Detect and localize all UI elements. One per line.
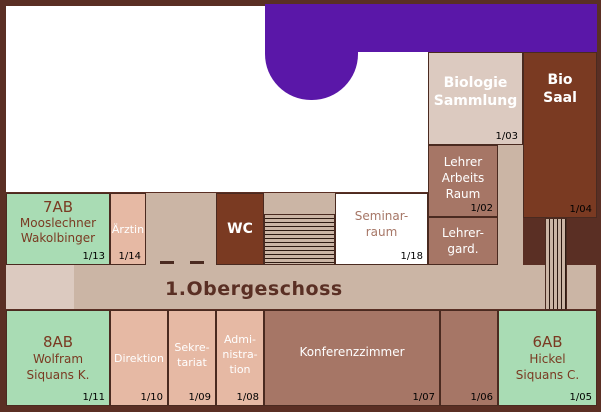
class-label: 8AB [42,333,74,351]
room-label: Seminar- raum [354,209,409,239]
room-label: Admi- nistra- tion [222,332,258,376]
room-label: Konferenzzimmer [299,345,405,359]
door-mark [160,261,174,264]
room-seminarraum[interactable]: Seminar- raum 1/18 [335,193,428,265]
purple-rounded-corner [265,4,358,100]
room-number: 1/13 [82,251,105,262]
room-class-6ab[interactable]: 6AB Hickel Siquans C. 1/05 [498,310,597,406]
room-label: Biologie Sammlung [433,74,518,109]
room-label: Lehrer- gard. [441,226,484,256]
teacher-names: Wolfram Siquans K. [26,352,90,382]
staircase-right [545,218,567,310]
teacher-names: Mooslechner Wakolbinger [19,216,97,245]
room-number: 1/08 [236,392,259,403]
class-label: 6AB [532,333,563,351]
room-class-7ab[interactable]: 7AB Mooslechner Wakolbinger 1/13 [6,193,110,265]
room-sekretariat[interactable]: Sekre- tariat 1/09 [168,310,216,406]
room-number: 1/03 [495,131,518,142]
room-number: 1/07 [412,392,435,403]
room-label: Bio Saal [543,72,577,106]
room-label: WC [227,221,253,237]
room-number: 1/06 [470,392,493,403]
corridor-left-stub [6,265,74,309]
room-lehrer-arbeitsraum[interactable]: Lehrer Arbeits Raum 1/02 [428,145,498,217]
room-label: Ärztin [111,222,145,236]
door-mark [190,261,204,264]
teacher-names: Hickel Siquans C. [515,352,580,382]
room-number: 1/04 [569,204,592,215]
room-number: 1/11 [82,392,105,403]
room-number: 1/05 [569,392,592,403]
room-number: 1/14 [118,251,141,262]
room-106[interactable]: 1/06 [440,310,498,406]
corridor-right-vertical [498,145,523,265]
room-direktion[interactable]: Direktion 1/10 [110,310,168,406]
corridor [74,265,596,309]
room-bio-saal[interactable]: Bio Saal 1/04 [523,52,597,218]
staircase-center [264,214,335,265]
room-konferenzzimmer[interactable]: Konferenzzimmer 1/07 [264,310,440,406]
room-biologie-sammlung[interactable]: Biologie Sammlung 1/03 [428,52,523,145]
room-label: Lehrer Arbeits Raum [441,155,485,201]
room-label: Direktion [113,351,164,365]
room-label: Sekre- tariat [174,341,210,369]
room-number: 1/02 [470,203,493,214]
room-wc[interactable]: WC [216,193,264,265]
room-number: 1/09 [188,392,211,403]
room-number: 1/18 [400,251,423,262]
room-number: 1/10 [140,392,163,403]
room-aerztin[interactable]: Ärztin 1/14 [110,193,146,265]
room-administration[interactable]: Admi- nistra- tion 1/08 [216,310,264,406]
room-lehrergarderobe[interactable]: Lehrer- gard. [428,217,498,265]
class-label: 7AB [42,198,74,216]
hall-center [146,193,216,265]
room-class-8ab[interactable]: 8AB Wolfram Siquans K. 1/11 [6,310,110,406]
floor-label: 1.Obergeschoss [165,278,343,300]
